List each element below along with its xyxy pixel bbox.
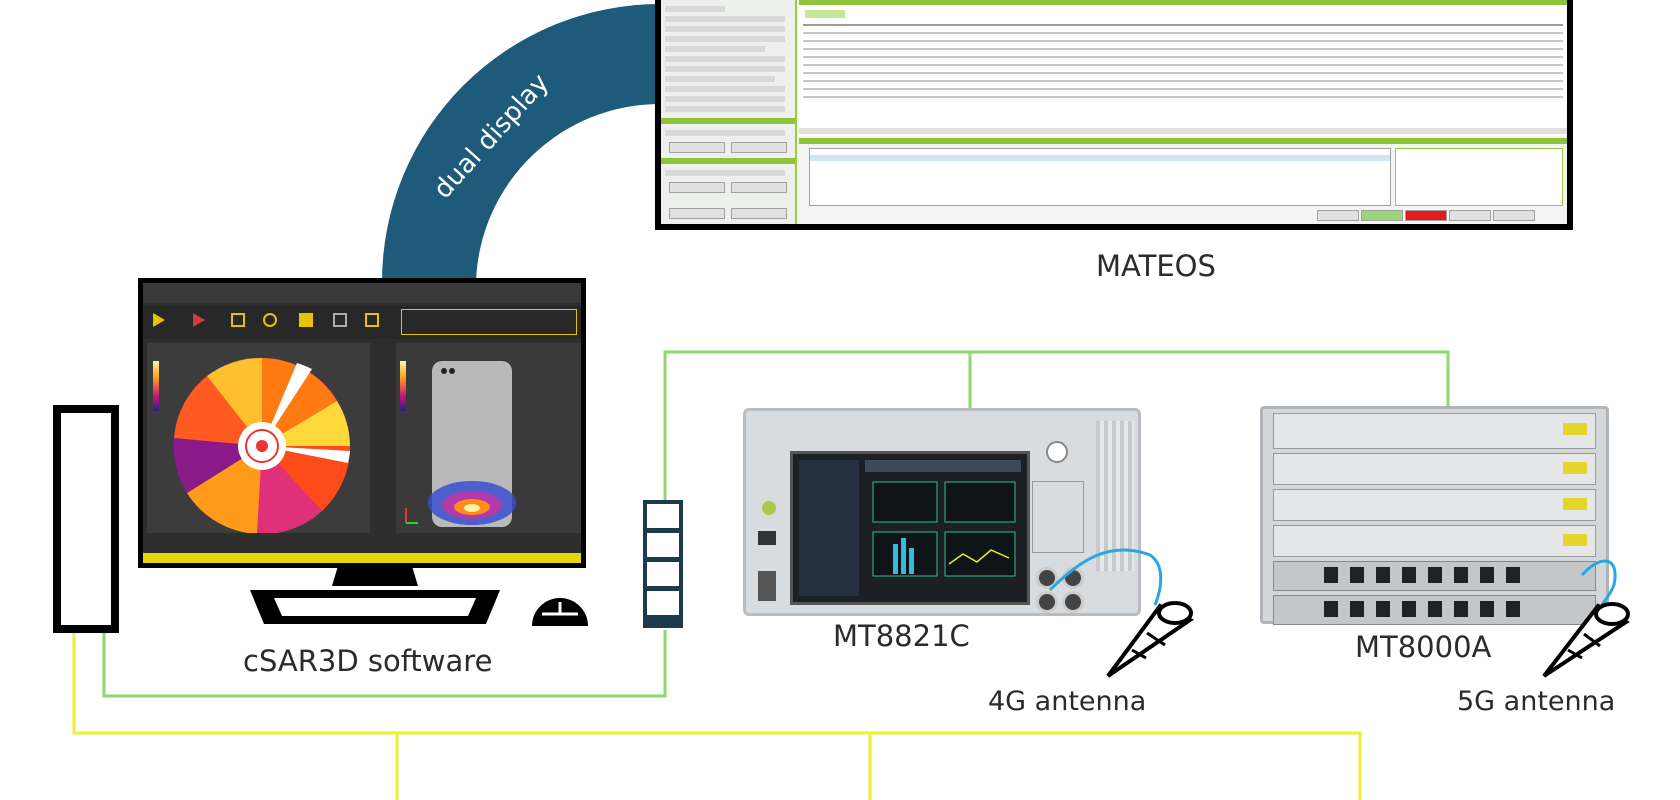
yellow-bus-main [72, 632, 1362, 800]
polar-heatmap [153, 357, 351, 535]
antenna-cable-5g [1580, 559, 1617, 606]
arc-shape [382, 4, 660, 282]
csar3d-statusbar [143, 553, 581, 563]
mateos-window [655, 0, 1573, 230]
csar3d-toolbar [143, 305, 581, 339]
tower-to-switch-line [102, 630, 667, 698]
switch-icon [643, 500, 683, 628]
horn-antenna-icon [1542, 602, 1630, 678]
mateos-label: MATEOS [1096, 249, 1216, 283]
mateos-log-panel [809, 148, 1391, 206]
csar3d-titlebar [143, 283, 581, 303]
csar3d-label: cSAR3D software [243, 644, 493, 678]
switch-to-instruments-line [663, 350, 1450, 505]
mt8000a-instrument [1260, 406, 1609, 625]
mt8000a-label: MT8000A [1355, 630, 1492, 664]
mt8821c-label: MT8821C [833, 619, 970, 653]
antenna-4g-label: 4G antenna [988, 686, 1147, 717]
horn-antenna-icon [1106, 601, 1195, 678]
monitor [138, 278, 586, 568]
monitor-stand [250, 566, 500, 624]
mateos-screen [661, 0, 1567, 224]
csar3d-screen [143, 283, 581, 563]
tower-icon [53, 405, 119, 633]
csar3d-phone-panel [396, 343, 581, 533]
antenna-5g-label: 5G antenna [1457, 686, 1616, 717]
mt8821c-screen [790, 451, 1030, 605]
phone-sar-map [400, 361, 516, 527]
green-network-lines [102, 350, 1450, 698]
mt8821c-instrument [743, 408, 1141, 616]
antenna-cable-4g [1048, 548, 1163, 606]
mateos-settings-panel [661, 0, 797, 224]
mateos-results-table [799, 0, 1567, 136]
mouse-icon [532, 598, 588, 626]
yellow-bus-lines [72, 632, 1362, 800]
csar3d-polar-panel [147, 343, 370, 535]
